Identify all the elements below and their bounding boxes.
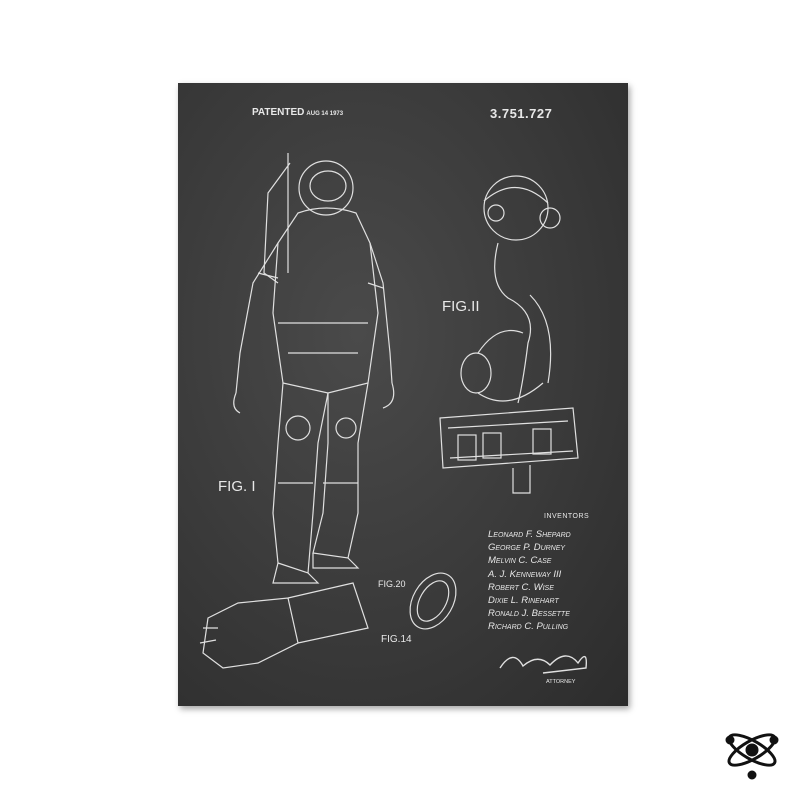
figure-label-20: FIG.20 [378,579,406,589]
inventor: George P. Durney [488,542,566,554]
inventor: Richard C. Pulling [488,621,569,633]
atom-icon [725,733,779,780]
inventors-heading: INVENTORS [544,513,590,520]
inventor: Robert C. Wise [488,581,554,593]
inventor: Leonard F. Shepard [488,529,571,540]
inventor: Dixie L. Rinehart [488,595,559,607]
attorney-label: ATTORNEY [546,679,576,685]
inventor: Melvin C. Case [488,555,552,567]
inventors-list: Leonard F. Shepard George P. Durney Melv… [488,528,571,634]
inventor: A. J. Kenneway III [488,568,562,580]
spacesuit-drawing [199,153,588,674]
patent-number: 3.751.727 [490,106,553,121]
inventor: Ronald J. Bessette [488,608,570,620]
figure-label-14: FIG.14 [381,634,412,645]
figure-label-11: FIG.II [442,298,480,315]
figure-label-1: FIG. I [218,478,256,495]
